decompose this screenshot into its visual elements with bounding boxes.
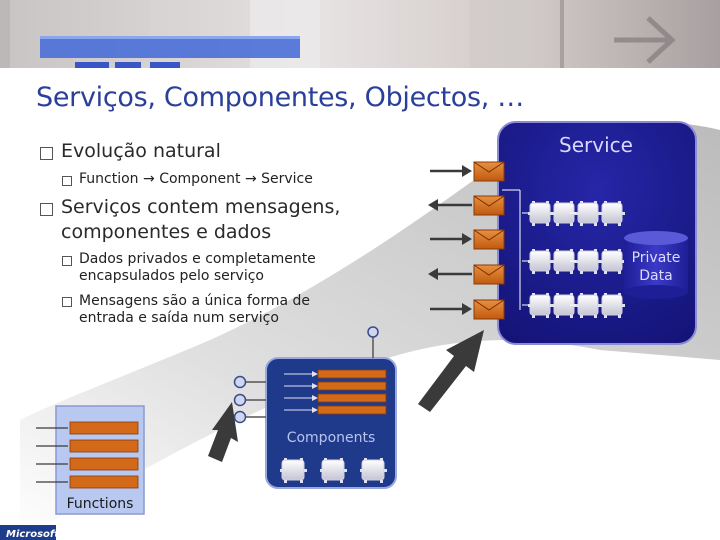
sub-bullet-dados: Dados privados e completamente encapsula… (79, 251, 316, 284)
checkbox-bullet-icon (40, 147, 53, 160)
gear-icon (528, 201, 553, 226)
gear-icon (600, 201, 625, 226)
gear-icon (576, 249, 601, 274)
service-components (502, 189, 625, 318)
gear-icon (280, 458, 307, 483)
components-label: Components (287, 430, 376, 446)
chain-function: Function (79, 171, 139, 187)
components-container: Components (265, 326, 397, 489)
gear-icon (360, 458, 387, 483)
chain-service: Service (261, 171, 313, 187)
private-data-cylinder: Private Data (624, 231, 688, 299)
functions-label: Functions (67, 496, 134, 512)
private-data-label: Data (639, 268, 672, 284)
component-parts (233, 369, 387, 483)
sub-bullet-evolution-chain: Function → Component → Service (79, 171, 313, 188)
gear-icon (320, 458, 347, 483)
microsoft-logo: Microsoft (6, 529, 60, 540)
slide-title: Serviços, Componentes, Objectos, … (36, 82, 525, 113)
gear-icon (600, 249, 625, 274)
checkbox-bullet-icon (62, 297, 72, 307)
envelope-icon (430, 229, 505, 250)
gear-icon (528, 293, 553, 318)
footer-bar: Microsoft (0, 524, 720, 540)
envelope-icon (428, 195, 505, 216)
message-envelopes (428, 161, 505, 320)
envelope-icon (430, 161, 505, 182)
envelope-icon (430, 299, 505, 320)
header-banner (0, 0, 720, 68)
checkbox-bullet-icon (62, 176, 72, 186)
service-label: Service (559, 133, 633, 157)
arrow-right-icon (614, 16, 676, 64)
progress-arrow-icon (208, 402, 238, 462)
checkbox-bullet-icon (40, 203, 53, 216)
arrow-right-icon: → (143, 171, 155, 187)
gear-icon (576, 201, 601, 226)
private-data-label: Private (632, 250, 681, 266)
sub-bullet-mensagens: Mensagens são a única forma de entrada e… (79, 293, 311, 326)
gear-icon (552, 293, 577, 318)
arrow-right-icon: → (244, 171, 257, 187)
gear-icon (600, 293, 625, 318)
checkbox-bullet-icon (62, 256, 72, 266)
bullet-evolucao: Evolução natural (61, 140, 221, 162)
gear-icon (576, 293, 601, 318)
function-bars (36, 421, 139, 489)
progress-arrow-icon (418, 330, 484, 412)
bullet-servicos: Serviços contem mensagens, componentes e… (61, 196, 341, 243)
envelope-icon (428, 264, 505, 285)
gear-icon (528, 249, 553, 274)
chain-component: Component (159, 171, 241, 187)
